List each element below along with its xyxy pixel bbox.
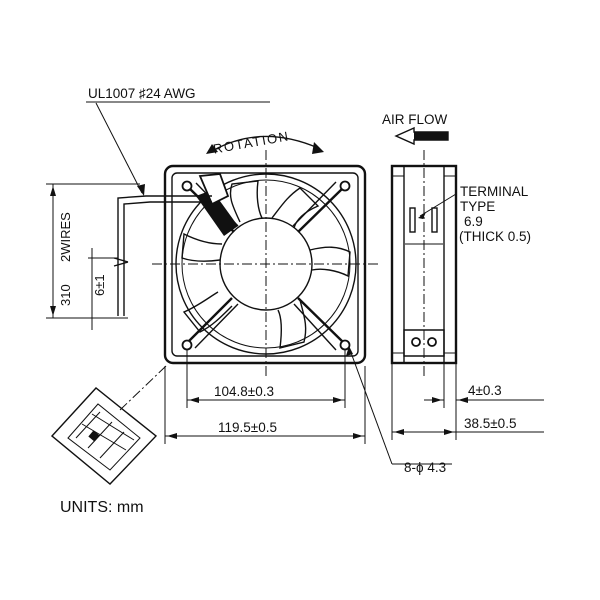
wire-length-label: 310 — [58, 284, 73, 306]
hole-spacing-label: 104.8±0.3 — [214, 384, 274, 399]
units-label: UNITS: mm — [60, 499, 144, 516]
frame-width-label: 119.5±0.5 — [218, 420, 277, 435]
rotation-arrow: ROTATION — [206, 128, 324, 157]
air-flow-label: AIR FLOW — [382, 112, 448, 127]
rotation-label: ROTATION — [212, 128, 291, 156]
fan-depth-label: 38.5±0.5 — [464, 416, 516, 431]
connector-detail — [50, 365, 167, 485]
terminal-label-3: 6.9 — [464, 214, 483, 229]
mount-holes-label: 8-ϕ 4.3 — [404, 460, 446, 475]
wire-spec-label: UL1007 ♯24 AWG — [88, 86, 196, 101]
strip-length-label: 6±1 — [92, 274, 107, 296]
two-wires-label: 2WIRES — [58, 212, 73, 262]
side-dimensions: 4±0.3 38.5±0.5 — [391, 363, 544, 440]
front-dimensions: 104.8±0.3 119.5±0.5 8-ϕ 4.3 — [164, 346, 452, 475]
fan-front-view — [152, 150, 380, 378]
lead-wires: UL1007 ♯24 AWG 2WIRES 310 6±1 — [46, 86, 270, 330]
flange-thickness-label: 4±0.3 — [468, 383, 502, 398]
terminal-label-1: TERMINAL — [460, 184, 529, 199]
air-flow-arrow: AIR FLOW — [382, 112, 449, 146]
terminal-label-4: (THICK 0.5) — [459, 229, 531, 244]
fan-side-view: TERMINAL TYPE 6.9 (THICK 0.5) — [390, 150, 531, 378]
terminal-label-2: TYPE — [460, 199, 495, 214]
